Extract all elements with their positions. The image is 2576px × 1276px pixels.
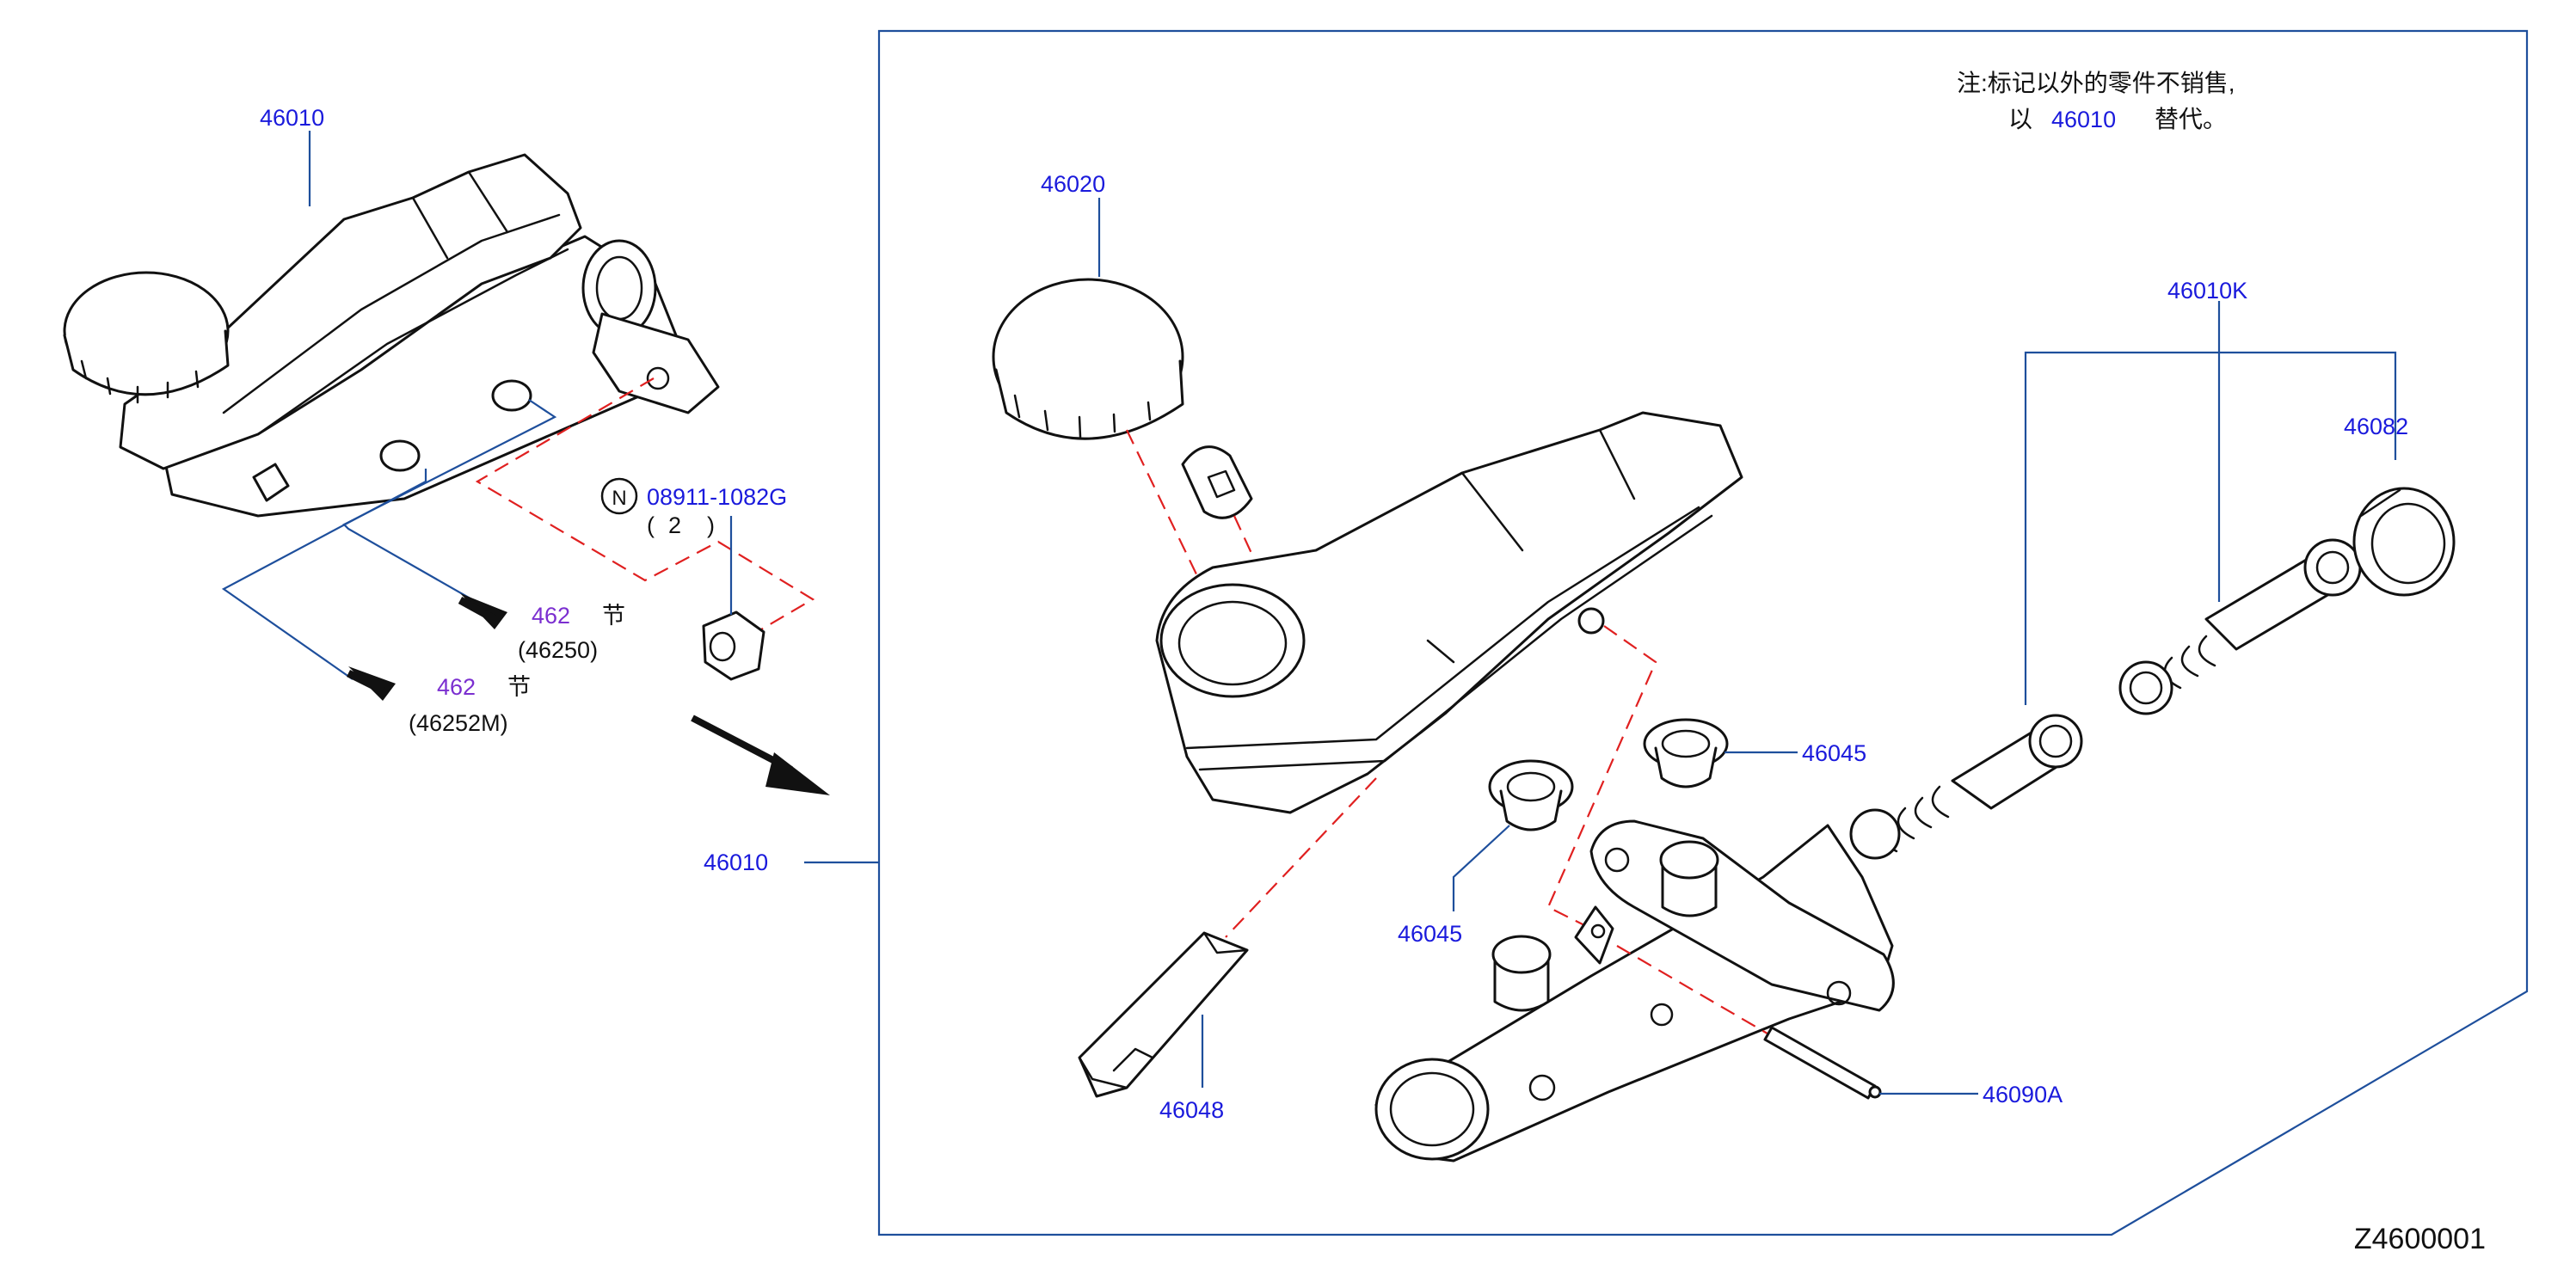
section-ref-46250[interactable]: 462 节 (46250)	[518, 603, 625, 663]
cylinder-body-part[interactable]	[1374, 819, 1895, 1163]
callout-kit[interactable]: 46010K	[2167, 278, 2247, 304]
phantom-line-sensor	[1225, 777, 1377, 938]
phantom-line-cylinder	[1546, 625, 1657, 934]
circle-n-icon: N	[600, 477, 638, 515]
pin-part[interactable]	[1763, 1026, 1882, 1100]
piston-cap-part[interactable]	[2352, 487, 2456, 597]
section-ref-code[interactable]: 462	[437, 674, 476, 700]
arrow-icon	[346, 666, 396, 701]
section-ref-sub: (46252M)	[409, 710, 508, 736]
callout-assembly-top[interactable]: 46010	[260, 105, 324, 131]
leader-port-rear	[221, 469, 427, 680]
reservoir-tank-part[interactable]	[1155, 411, 1743, 814]
master-cylinder-assembly[interactable]	[63, 153, 720, 518]
callout-pin[interactable]: 46090A	[1983, 1082, 2063, 1107]
diagram-id: Z4600001	[2354, 1223, 2486, 1255]
leader-grommet-a	[1452, 825, 1510, 911]
arrow-icon	[458, 593, 507, 629]
circle-n-letter: N	[612, 487, 626, 510]
section-ref-sub: (46250)	[518, 637, 598, 663]
callout-grommet-a[interactable]: 46045	[1398, 921, 1462, 947]
primary-piston-part[interactable]	[1849, 714, 2083, 860]
section-ref-code[interactable]: 462	[532, 603, 570, 629]
section-ref-label: 节	[602, 603, 625, 629]
nut-qty-open: (	[647, 512, 655, 538]
section-ref-46252M[interactable]: 462 节 (46252M)	[409, 674, 531, 736]
note-prefix: 以	[2008, 106, 2032, 132]
sales-note: 注:标记以外的零件不销售, 以 46010 替代。	[1957, 70, 2235, 132]
callout-assembly-side[interactable]: 46010	[704, 850, 768, 875]
level-sensor-part[interactable]	[1078, 931, 1249, 1098]
nut-qty-close: )	[707, 512, 715, 538]
note-part-number[interactable]: 46010	[2051, 107, 2116, 132]
section-ref-label: 节	[507, 674, 531, 700]
callout-cap[interactable]: 46020	[1041, 171, 1105, 197]
callout-sensor[interactable]: 46048	[1159, 1097, 1224, 1123]
callout-grommet-b[interactable]: 46045	[1802, 740, 1866, 766]
grommet-part-a[interactable]	[1488, 759, 1574, 831]
note-line-1: 注:标记以外的零件不销售,	[1957, 70, 2235, 96]
phantom-line-pin	[1616, 945, 1773, 1037]
reservoir-cap-part[interactable]	[992, 278, 1184, 440]
nut-part[interactable]	[702, 610, 765, 681]
note-suffix: 替代。	[2155, 106, 2227, 132]
arrow-icon	[691, 715, 830, 795]
exploded-view-frame	[877, 29, 2529, 1236]
phantom-line-nut	[475, 377, 815, 633]
callout-kit-cap[interactable]: 46082	[2344, 414, 2408, 439]
callout-nut-part[interactable]: 08911-1082G	[647, 484, 787, 510]
grommet-part-b[interactable]	[1643, 718, 1729, 788]
secondary-piston-part[interactable]	[2118, 538, 2362, 715]
leader-kit-bracket	[2024, 351, 2397, 705]
nut-qty: 2	[668, 512, 681, 538]
strainer-part[interactable]	[1181, 445, 1253, 519]
